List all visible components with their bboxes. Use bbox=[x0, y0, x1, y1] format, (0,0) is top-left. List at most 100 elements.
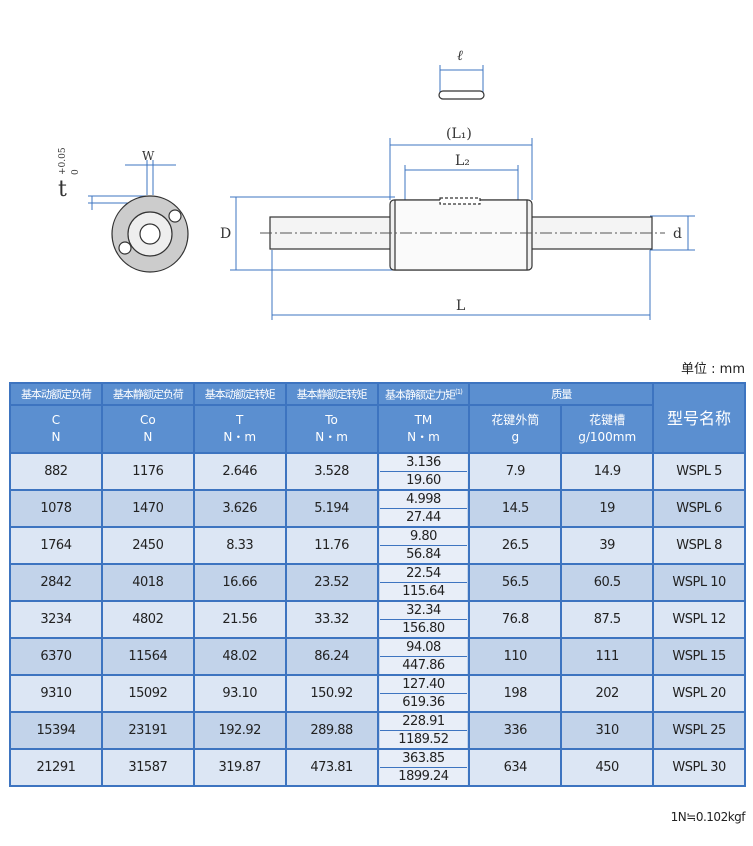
unit: g bbox=[511, 430, 520, 444]
cell: 31587 bbox=[100, 748, 195, 787]
cell: 2450 bbox=[100, 526, 195, 565]
cell: WSPL 8 bbox=[652, 526, 746, 565]
tm-double: 27.44 bbox=[379, 508, 468, 526]
cell: 1176 bbox=[100, 452, 195, 491]
cell: 19 bbox=[560, 489, 655, 528]
header-model: 型号名称 bbox=[652, 382, 746, 454]
cell: 1764 bbox=[9, 526, 103, 565]
label-L1: (L₁) bbox=[446, 126, 472, 142]
label-L2: L₂ bbox=[455, 153, 470, 169]
tm-double: 1189.52 bbox=[379, 730, 468, 748]
cell: 3.626 bbox=[192, 489, 287, 528]
header-t: 基本动额定转矩 bbox=[192, 382, 287, 406]
label-W: W bbox=[142, 149, 155, 163]
tm-single: 228.91 bbox=[379, 713, 468, 730]
tm-single: 363.85 bbox=[379, 750, 468, 767]
sub-t: T N・m bbox=[192, 404, 287, 454]
tm-single: 127.40 bbox=[379, 676, 468, 693]
sym: T bbox=[236, 413, 244, 427]
label-D: D bbox=[220, 226, 231, 242]
label-d: d bbox=[673, 226, 682, 242]
unit: N・m bbox=[315, 430, 348, 444]
cell: 289.88 bbox=[284, 711, 379, 750]
cell: WSPL 12 bbox=[652, 600, 746, 639]
cell: 14.9 bbox=[560, 452, 655, 491]
cell: 60.5 bbox=[560, 563, 655, 602]
cell: 11.76 bbox=[284, 526, 379, 565]
cell: 473.81 bbox=[284, 748, 379, 787]
unit-label: 单位 : mm bbox=[681, 362, 745, 377]
cell: 26.5 bbox=[468, 526, 563, 565]
cell: 202 bbox=[560, 674, 655, 713]
header-to: 基本静额定转矩 bbox=[284, 382, 379, 406]
label-tol-lower: 0 bbox=[71, 169, 81, 175]
header-co: 基本静额定负荷 bbox=[100, 382, 195, 406]
tm-double: 19.60 bbox=[379, 471, 468, 489]
cell: 33.32 bbox=[284, 600, 379, 639]
cell: 21291 bbox=[9, 748, 103, 787]
label-l-small: ℓ bbox=[457, 48, 463, 64]
tm-single: 32.34 bbox=[379, 602, 468, 619]
cell: 11564 bbox=[100, 637, 195, 676]
tm-single: 94.08 bbox=[379, 639, 468, 656]
tm-double: 619.36 bbox=[379, 693, 468, 711]
sym: TM bbox=[414, 413, 433, 427]
footnote-mark: (1) bbox=[454, 388, 463, 397]
cell: WSPL 10 bbox=[652, 563, 746, 602]
sym: C bbox=[51, 413, 61, 427]
cell: 9310 bbox=[9, 674, 103, 713]
cell: 23.52 bbox=[284, 563, 379, 602]
unit: g/100mm bbox=[578, 430, 637, 444]
cell: 5.194 bbox=[284, 489, 379, 528]
sub-shaft: 花键槽 g/100mm bbox=[560, 404, 655, 454]
unit: N bbox=[51, 430, 61, 444]
cell: 1078 bbox=[9, 489, 103, 528]
cell: 3.528 bbox=[284, 452, 379, 491]
label-t: t bbox=[58, 177, 67, 202]
cell: 4802 bbox=[100, 600, 195, 639]
cell: 6370 bbox=[9, 637, 103, 676]
tm-double: 56.84 bbox=[379, 545, 468, 563]
unit: N・m bbox=[223, 430, 257, 444]
tm-double: 115.64 bbox=[379, 582, 468, 600]
cell: 93.10 bbox=[192, 674, 287, 713]
tm-double: 156.80 bbox=[379, 619, 468, 637]
tm-single: 22.54 bbox=[379, 565, 468, 582]
cell: 23191 bbox=[100, 711, 195, 750]
spec-table: 基本动额定负荷 基本静额定负荷 基本动额定转矩 基本静额定转矩 基本静额定力矩(… bbox=[9, 382, 746, 787]
cell: 319.87 bbox=[192, 748, 287, 787]
sym: 花键槽 bbox=[589, 413, 626, 427]
header-c: 基本动额定负荷 bbox=[9, 382, 103, 406]
cell: WSPL 15 bbox=[652, 637, 746, 676]
header-tm: 基本静额定力矩(1) bbox=[376, 382, 471, 406]
cell: 310 bbox=[560, 711, 655, 750]
cell: 48.02 bbox=[192, 637, 287, 676]
cell: 634 bbox=[468, 748, 563, 787]
label-tol-upper: +0.05 bbox=[58, 147, 68, 175]
sym: Co bbox=[139, 413, 156, 427]
cell: 3234 bbox=[9, 600, 103, 639]
cell: WSPL 6 bbox=[652, 489, 746, 528]
cell: 450 bbox=[560, 748, 655, 787]
cell: 192.92 bbox=[192, 711, 287, 750]
cell: 7.9 bbox=[468, 452, 563, 491]
cell: 56.5 bbox=[468, 563, 563, 602]
cell: 14.5 bbox=[468, 489, 563, 528]
